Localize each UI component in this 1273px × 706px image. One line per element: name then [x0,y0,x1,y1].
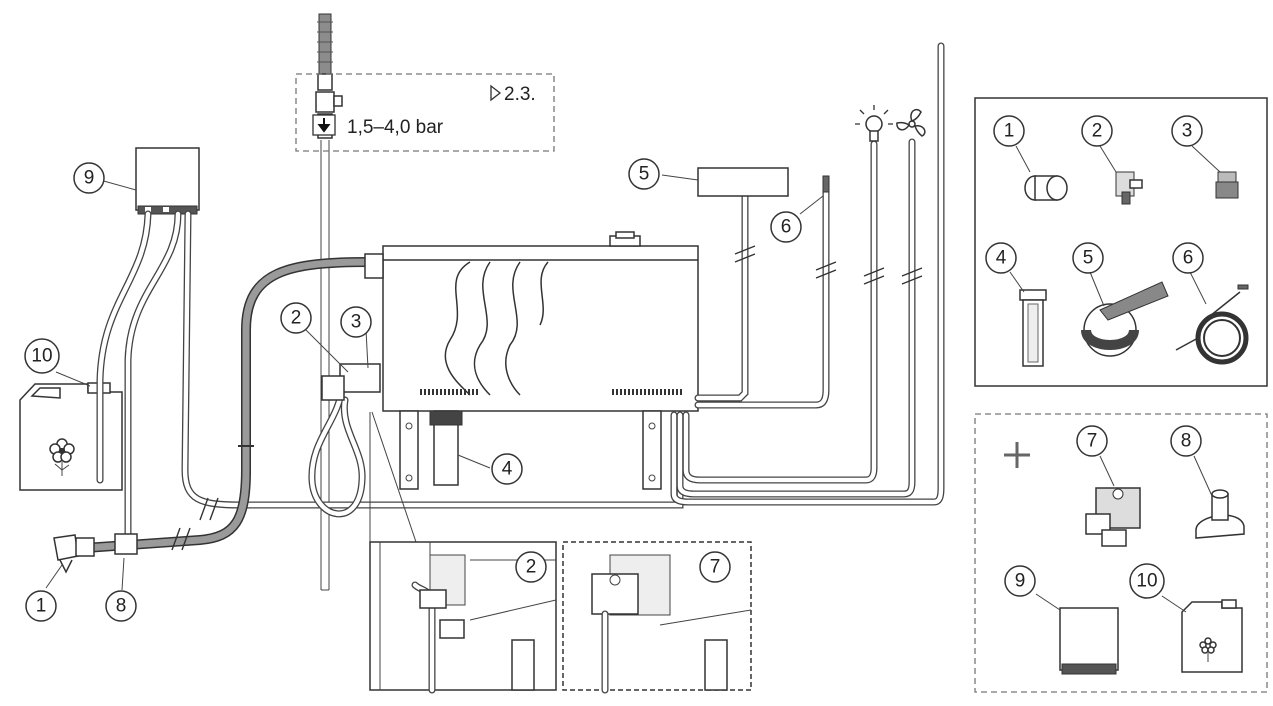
svg-text:7: 7 [1087,431,1098,452]
part-valve [1099,145,1143,205]
callout-inc-6: 6 [1172,242,1204,274]
callout-inc-1: 1 [993,115,1025,147]
callout-opt-8: 8 [1170,425,1202,457]
callout-opt-10: 10 [1129,563,1165,599]
svg-text:9: 9 [84,168,95,189]
svg-text:4: 4 [502,459,513,480]
svg-text:3: 3 [1182,121,1193,142]
svg-text:3: 3 [351,312,362,333]
flower-icon [1199,637,1217,662]
svg-text:2: 2 [526,557,537,578]
part-fitting [1191,145,1239,199]
part-clamp-strap [1081,271,1169,357]
callout-main-3: 3 [340,306,372,338]
detail-panel-2 [369,411,557,694]
callout-inc-3: 3 [1171,115,1203,147]
fan-icon [896,108,926,137]
svg-text:10: 10 [31,346,52,367]
svg-text:2: 2 [1092,121,1103,142]
drain-hose [45,257,375,591]
detail-panel-7 [562,541,752,694]
temperature-sensor-6 [799,175,830,215]
part-detergent-canister [1161,595,1243,673]
part-saddle-clamp [1193,455,1245,539]
arrow-down-icon [312,114,336,136]
svg-text:1: 1 [1004,121,1015,142]
callout-detail-7: 7 [699,551,731,583]
svg-text:5: 5 [639,164,650,185]
callout-opt-9: 9 [1004,565,1036,597]
svg-text:9: 9 [1015,571,1026,592]
callout-detail-2: 2 [515,551,547,583]
svg-text:6: 6 [1183,248,1194,269]
callout-main-6: 6 [770,211,802,243]
pressure-range: 1,5–4,0 bar [347,117,444,138]
callout-main-5: 5 [628,158,660,190]
callout-main-9: 9 [73,162,105,194]
wall-unit-9 [99,147,200,215]
part-filter [1009,271,1047,367]
svg-text:4: 4 [996,248,1007,269]
callout-inc-2: 2 [1081,115,1113,147]
svg-text:5: 5 [1083,248,1094,269]
inlet-hose-loop [308,382,366,518]
part-dosing-unit [1035,593,1119,675]
optional-parts-box [974,413,1268,693]
callout-inc-4: 4 [985,242,1017,274]
flower-icon [49,438,75,476]
light-bulb-icon [855,105,893,142]
included-parts-box [974,97,1268,387]
plus-icon [1004,442,1030,468]
callout-main-8: 8 [105,590,137,622]
callout-main-2: 2 [280,302,312,334]
control-panel-5 [661,167,789,197]
control-cables [670,42,945,506]
reference-section: 2.3. [504,84,536,105]
svg-text:6: 6 [781,217,792,238]
svg-text:1: 1 [36,596,47,617]
triangle-right-icon [490,84,502,102]
detergent-canister-10 [19,371,123,491]
callout-opt-7: 7 [1076,425,1108,457]
part-solenoid-valve [1085,455,1141,547]
svg-text:8: 8 [1181,431,1192,452]
svg-text:2: 2 [291,308,302,329]
part-cap [1015,145,1068,201]
callout-main-10: 10 [24,338,60,374]
svg-text:8: 8 [116,596,127,617]
part-sensor-cable [1175,271,1249,365]
svg-text:10: 10 [1136,571,1157,592]
callout-inc-5: 5 [1072,242,1104,274]
callout-main-4: 4 [491,453,523,485]
svg-text:7: 7 [710,557,721,578]
water-pressure-note: 2.3. 1,5–4,0 bar [295,73,555,152]
callout-main-1: 1 [25,590,57,622]
steam-generator [321,231,699,490]
